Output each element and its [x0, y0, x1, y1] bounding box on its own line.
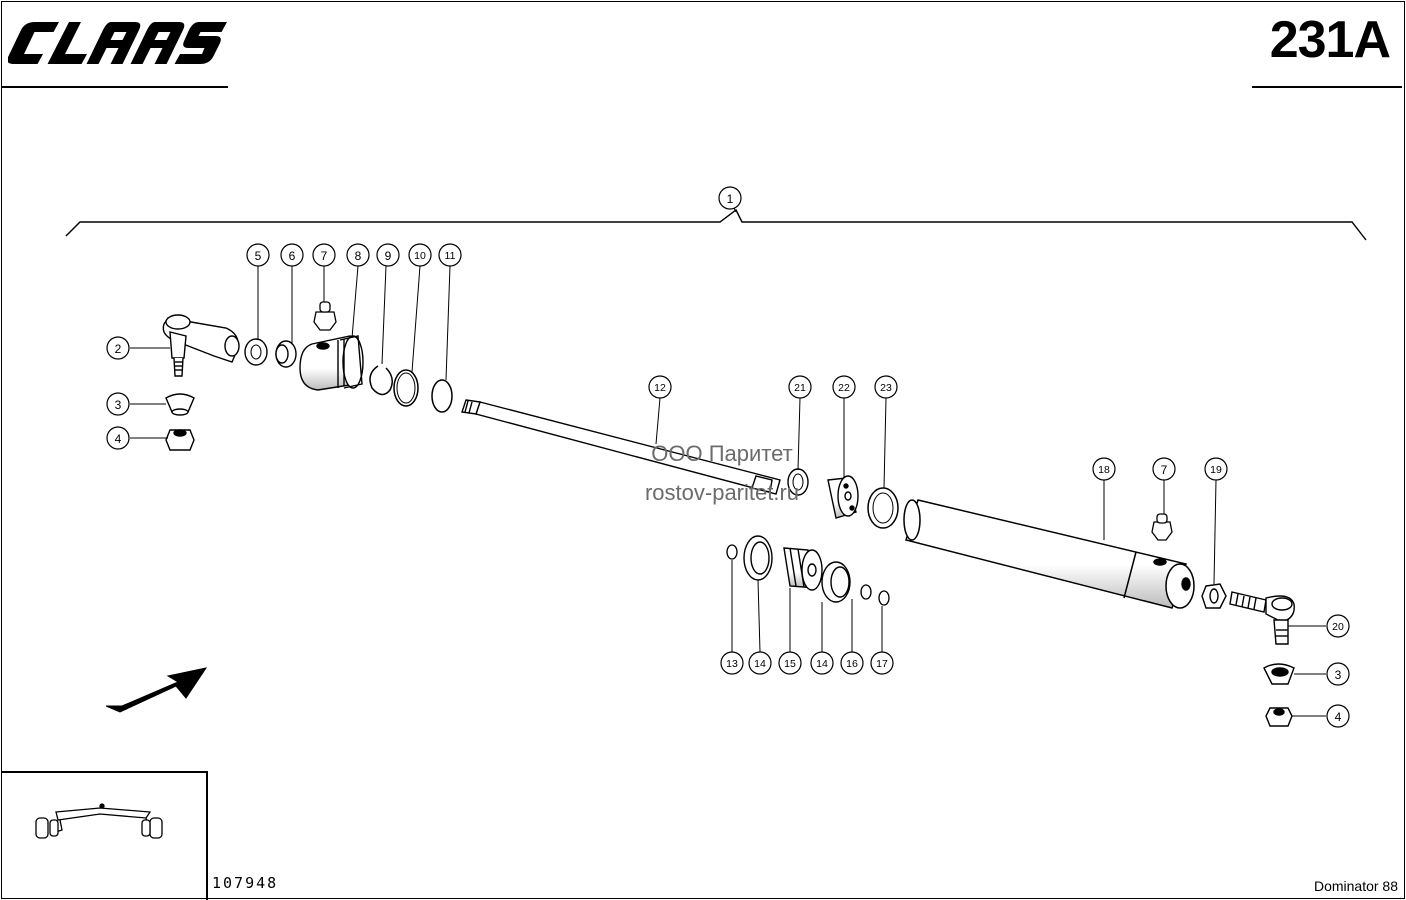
- svg-text:15: 15: [784, 658, 796, 670]
- locator-inset: [2, 771, 208, 900]
- nut-left: [165, 429, 195, 451]
- svg-text:14: 14: [754, 658, 766, 670]
- claas-logo: [8, 22, 228, 64]
- washer-16: [860, 584, 872, 600]
- callout-14b: 14: [810, 651, 834, 675]
- callout-4-right: 4: [1326, 704, 1350, 728]
- piston-22: [827, 475, 859, 519]
- piston-seal-15: [783, 547, 823, 591]
- axle-icon: [35, 803, 163, 839]
- svg-text:20: 20: [1332, 621, 1344, 633]
- svg-text:4: 4: [115, 432, 122, 446]
- nut-19: [1201, 583, 1227, 609]
- callout-7-top: 7: [312, 243, 336, 267]
- dust-boot-left: [165, 393, 195, 416]
- svg-text:21: 21: [794, 382, 806, 394]
- callout-19: 19: [1204, 457, 1228, 481]
- callout-7-right: 7: [1152, 457, 1176, 481]
- callout-10: 10: [408, 243, 432, 267]
- o-ring-11: [431, 379, 453, 413]
- svg-text:12: 12: [654, 382, 666, 394]
- piston-rod-12: [461, 399, 781, 495]
- svg-text:10: 10: [414, 250, 426, 262]
- o-ring-10: [393, 369, 419, 407]
- callout-4-left: 4: [106, 426, 130, 450]
- assembly-bracket: [65, 208, 1367, 241]
- callout-1: 1: [718, 186, 742, 210]
- drawing-number: 107948: [212, 874, 279, 892]
- svg-text:5: 5: [255, 249, 262, 263]
- washer-17: [878, 590, 890, 606]
- callout-20: 20: [1326, 614, 1350, 638]
- o-ring-13: [726, 544, 738, 560]
- brand-underline: [2, 86, 228, 88]
- tie-rod-end-left: [162, 314, 240, 377]
- svg-text:18: 18: [1098, 464, 1110, 476]
- callout-2: 2: [106, 336, 130, 360]
- svg-text:8: 8: [355, 249, 362, 263]
- svg-text:7: 7: [1161, 463, 1168, 477]
- page-number-underline: [1252, 86, 1402, 88]
- callout-22: 22: [832, 375, 856, 399]
- callout-23: 23: [874, 375, 898, 399]
- leader-lines: [130, 265, 1326, 717]
- svg-text:1: 1: [727, 192, 734, 206]
- callout-12: 12: [648, 375, 672, 399]
- arrow-icon: [105, 667, 208, 713]
- svg-text:23: 23: [880, 382, 892, 394]
- callout-5: 5: [246, 243, 270, 267]
- callout-13: 13: [720, 651, 744, 675]
- callout-3-right: 3: [1326, 662, 1350, 686]
- guide-ring-14a: [743, 535, 773, 581]
- tie-rod-end-right: [1229, 591, 1295, 645]
- grease-nipple-right: [1151, 513, 1173, 541]
- callout-9: 9: [376, 243, 400, 267]
- callout-18: 18: [1092, 457, 1116, 481]
- snap-ring-9: [369, 365, 393, 396]
- dust-boot-right: [1263, 663, 1295, 685]
- page-number: 231A: [1269, 11, 1391, 69]
- watermark-company: ООО Паритет: [651, 441, 793, 466]
- svg-text:13: 13: [726, 658, 738, 670]
- grease-nipple-top: [313, 301, 337, 331]
- svg-text:3: 3: [115, 398, 122, 412]
- callout-17: 17: [870, 651, 894, 675]
- svg-text:6: 6: [289, 249, 296, 263]
- callout-21: 21: [788, 375, 812, 399]
- callout-6: 6: [280, 243, 304, 267]
- callout-11: 11: [438, 243, 462, 267]
- svg-text:17: 17: [876, 658, 888, 670]
- svg-text:3: 3: [1335, 668, 1342, 682]
- callout-8: 8: [346, 243, 370, 267]
- svg-text:11: 11: [445, 250, 456, 262]
- svg-text:2: 2: [115, 342, 122, 356]
- svg-text:4: 4: [1335, 710, 1342, 724]
- svg-text:16: 16: [846, 658, 858, 670]
- callout-3-left: 3: [106, 392, 130, 416]
- svg-text:14: 14: [816, 658, 828, 670]
- callout-14a: 14: [748, 651, 772, 675]
- watermark-url: rostov-paritet.ru: [644, 480, 800, 505]
- guide-ring-14b: [821, 561, 851, 603]
- callout-15: 15: [778, 651, 802, 675]
- model-name: Dominator 88: [1313, 878, 1398, 894]
- cylinder-tube-18: [903, 499, 1195, 609]
- svg-text:22: 22: [838, 382, 850, 394]
- svg-text:19: 19: [1210, 464, 1222, 476]
- svg-text:7: 7: [321, 249, 328, 263]
- svg-text:9: 9: [385, 249, 392, 263]
- callout-16: 16: [840, 651, 864, 675]
- bushing-6: [275, 340, 297, 368]
- cylinder-head-8: [299, 335, 364, 391]
- nut-right: [1265, 707, 1293, 727]
